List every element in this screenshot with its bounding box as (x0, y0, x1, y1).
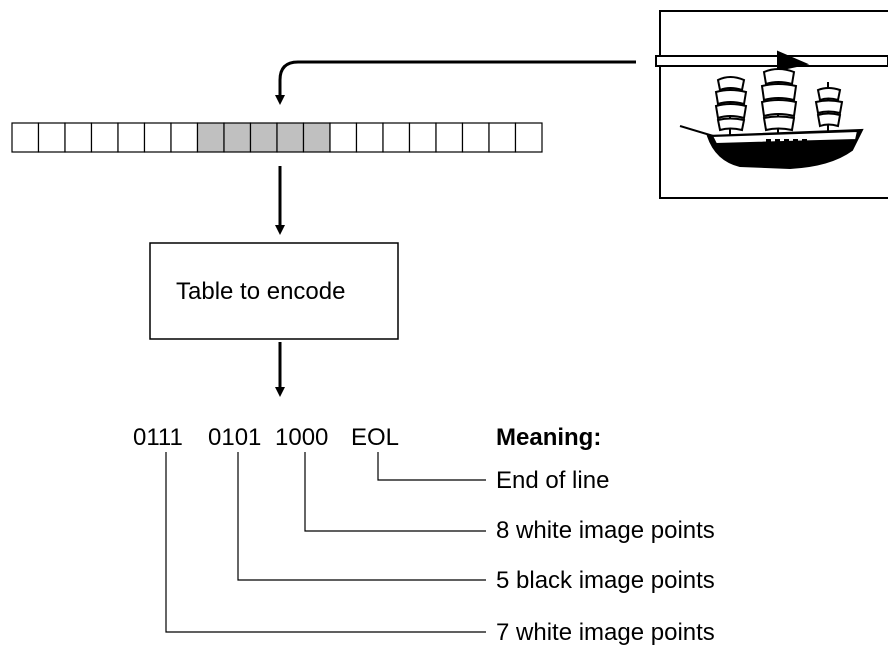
pixel-cell-white (382, 122, 411, 153)
pixel-cell-black (302, 122, 331, 153)
pixel-cell-white (143, 122, 172, 153)
connector-lines (165, 452, 486, 633)
pixel-row (11, 122, 543, 153)
pixel-cell-white (514, 122, 543, 153)
connector-0101 (237, 452, 486, 581)
connector-1000 (304, 452, 486, 532)
encoder-box-label: Table to encode (176, 278, 346, 305)
connector-0111 (165, 452, 486, 633)
code-eol: EOL (351, 424, 400, 451)
code-1000: 1000 (275, 424, 329, 451)
sailing-ship-icon (679, 50, 864, 170)
code-0111: 0111 (133, 424, 183, 451)
scan-arrow (275, 60, 636, 105)
meaning-end-of-line: End of line (496, 467, 610, 494)
encoder-box (149, 242, 399, 340)
pixel-cell-white (117, 122, 146, 153)
pixel-cell-white (461, 122, 490, 153)
pixel-cell-white (329, 122, 358, 153)
pixel-cell-white (408, 122, 437, 153)
connector-eol (377, 452, 486, 481)
pixel-cell-black (276, 122, 305, 153)
pixel-cell-white (37, 122, 66, 153)
pixel-cell-white (488, 122, 517, 153)
scan-line-bar (655, 55, 888, 67)
pixel-cell-white (90, 122, 119, 153)
pixel-cell-black (223, 122, 252, 153)
pixel-cell-white (435, 122, 464, 153)
pixel-cell-white (64, 122, 93, 153)
pixel-cell-black (196, 122, 225, 153)
pixel-cell-white (170, 122, 199, 153)
code-0101: 0101 (208, 424, 262, 451)
pixel-cell-white (355, 122, 384, 153)
meaning-title: Meaning: (496, 424, 602, 451)
pixel-cell-black (249, 122, 278, 153)
meaning-5-black: 5 black image points (496, 567, 715, 594)
meaning-8-white: 8 white image points (496, 517, 715, 544)
meaning-7-white: 7 white image points (496, 619, 715, 646)
pixel-cell-white (11, 122, 40, 153)
